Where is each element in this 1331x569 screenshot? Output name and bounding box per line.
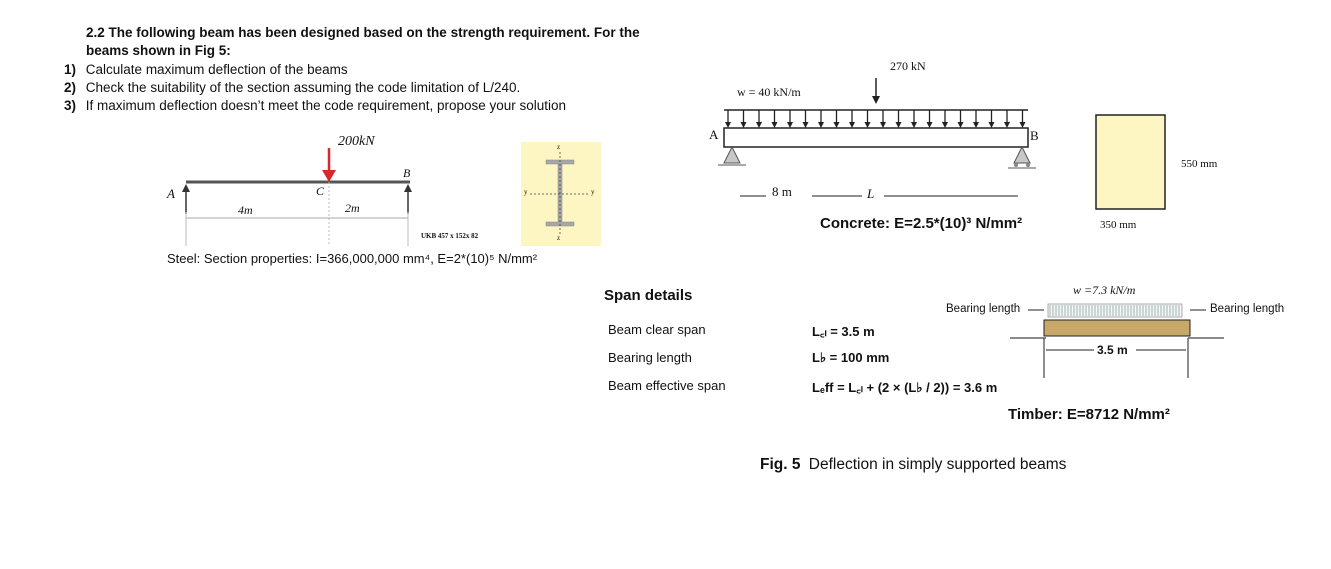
span-row-value: Lₑff = L꜀ₗ + (2 × (L♭ / 2)) = 3.6 m <box>812 380 998 395</box>
question-item-text: If maximum deflection doesn’t meet the c… <box>85 98 567 113</box>
udl-arrow-icon <box>880 122 886 128</box>
question-item-number: 3) <box>64 98 77 113</box>
steel-support-a-label: A <box>167 186 175 201</box>
concrete-support-b-label: B <box>1030 128 1039 143</box>
span-row-label: Beam clear span <box>608 322 706 337</box>
concrete-support-b-icon <box>1013 145 1031 164</box>
span-row-value: L♭ = 100 mm <box>812 350 890 365</box>
concrete-support-b-roller <box>1014 163 1018 167</box>
question-item-number: 2) <box>64 80 77 95</box>
udl-arrow-icon <box>787 122 793 128</box>
question-item-1: 1) Calculate maximum deflection of the b… <box>64 61 348 79</box>
i-section-y-right-label: y <box>591 188 595 196</box>
udl-arrow-icon <box>895 122 902 128</box>
concrete-section-width: 350 mm <box>1100 219 1137 231</box>
concrete-material: Concrete: E=2.5*(10)³ N/mm² <box>820 215 1023 232</box>
i-section-y-left-label: y <box>524 188 528 196</box>
timber-material: Timber: E=8712 N/mm² <box>1008 406 1170 423</box>
udl-arrow-icon <box>973 122 979 128</box>
udl-arrow-icon <box>988 122 995 128</box>
steel-dim-left-label: 4m <box>238 203 253 217</box>
span-details-heading: Span details <box>604 287 693 304</box>
steel-dim-right-label: 2m <box>345 201 360 215</box>
figure-caption: Fig. 5 Deflection in simply supported be… <box>760 456 1066 474</box>
concrete-section-height: 550 mm <box>1181 158 1218 170</box>
concrete-dim-l-label: L <box>867 186 875 201</box>
span-row-value: L꜀ₗ = 3.5 m <box>812 324 875 339</box>
question-item-text: Check the suitability of the section ass… <box>85 80 521 95</box>
figure-caption-text: Deflection in simply supported beams <box>808 456 1067 473</box>
timber-span-label: 3.5 m <box>1097 343 1128 357</box>
udl-arrow-icon <box>942 122 948 128</box>
udl-arrow-icon <box>1004 122 1010 128</box>
question-title-line2: beams shown in Fig 5: <box>86 43 231 58</box>
load-arrow-icon <box>322 170 336 182</box>
timber-beam-body <box>1043 319 1191 337</box>
timber-udl-label: w =7.3 kN/m <box>1073 283 1136 297</box>
span-row-label: Beam effective span <box>608 378 726 393</box>
udl-arrow-icon <box>833 122 840 128</box>
timber-udl-block <box>1047 303 1183 318</box>
question-title-line1: 2.2 The following beam has been designed… <box>86 25 640 40</box>
steel-properties: Steel: Section properties: I=366,000,000… <box>167 251 538 266</box>
concrete-point-load-label: 270 kN <box>890 59 926 73</box>
concrete-support-b-roller <box>1026 163 1030 167</box>
udl-arrow-icon <box>911 122 917 128</box>
udl-arrow-icon <box>1019 122 1026 128</box>
udl-arrow-icon <box>957 122 964 128</box>
concrete-section-rect <box>1095 114 1166 210</box>
figure-caption-label: Fig. 5 <box>760 456 801 473</box>
question-item-3: 3) If maximum deflection doesn’t meet th… <box>64 97 566 115</box>
question-item-text: Calculate maximum deflection of the beam… <box>85 62 348 77</box>
question-item-2: 2) Check the suitability of the section … <box>64 79 520 97</box>
support-b-arrowhead <box>404 184 412 192</box>
udl-arrows <box>725 110 1026 128</box>
support-a-arrowhead <box>182 184 190 192</box>
concrete-support-a-label: A <box>709 127 719 142</box>
point-load-arrow-icon <box>872 96 880 104</box>
concrete-support-a-icon <box>723 145 741 164</box>
timber-udl-hatch <box>1049 305 1180 316</box>
concrete-dim-a-label: 8 m <box>772 184 792 199</box>
timber-bearing-right-label: Bearing length <box>1210 303 1285 315</box>
udl-arrow-icon <box>926 122 933 128</box>
steel-point-c-label: C <box>316 184 325 198</box>
steel-support-b-label: B <box>403 166 411 180</box>
udl-arrow-icon <box>740 122 747 128</box>
steel-section-label: UKB 457 x 152x 82 <box>421 232 479 240</box>
question-item-number: 1) <box>64 62 77 77</box>
concrete-udl-label: w = 40 kN/m <box>737 85 801 99</box>
udl-arrow-icon <box>771 122 778 128</box>
udl-arrow-icon <box>725 122 731 128</box>
udl-arrow-icon <box>849 122 855 128</box>
i-section-z-bottom-label: z <box>557 234 561 242</box>
span-row-label: Bearing length <box>608 350 692 365</box>
udl-arrow-icon <box>756 122 762 128</box>
udl-arrow-icon <box>864 122 871 128</box>
udl-arrow-icon <box>818 122 824 128</box>
i-section-z-top-label: z <box>557 143 561 151</box>
timber-bearing-left-label: Bearing length <box>946 303 1021 315</box>
udl-arrow-icon <box>802 122 809 128</box>
concrete-beam-body <box>723 127 1029 148</box>
steel-load-label: 200kN <box>338 134 375 149</box>
